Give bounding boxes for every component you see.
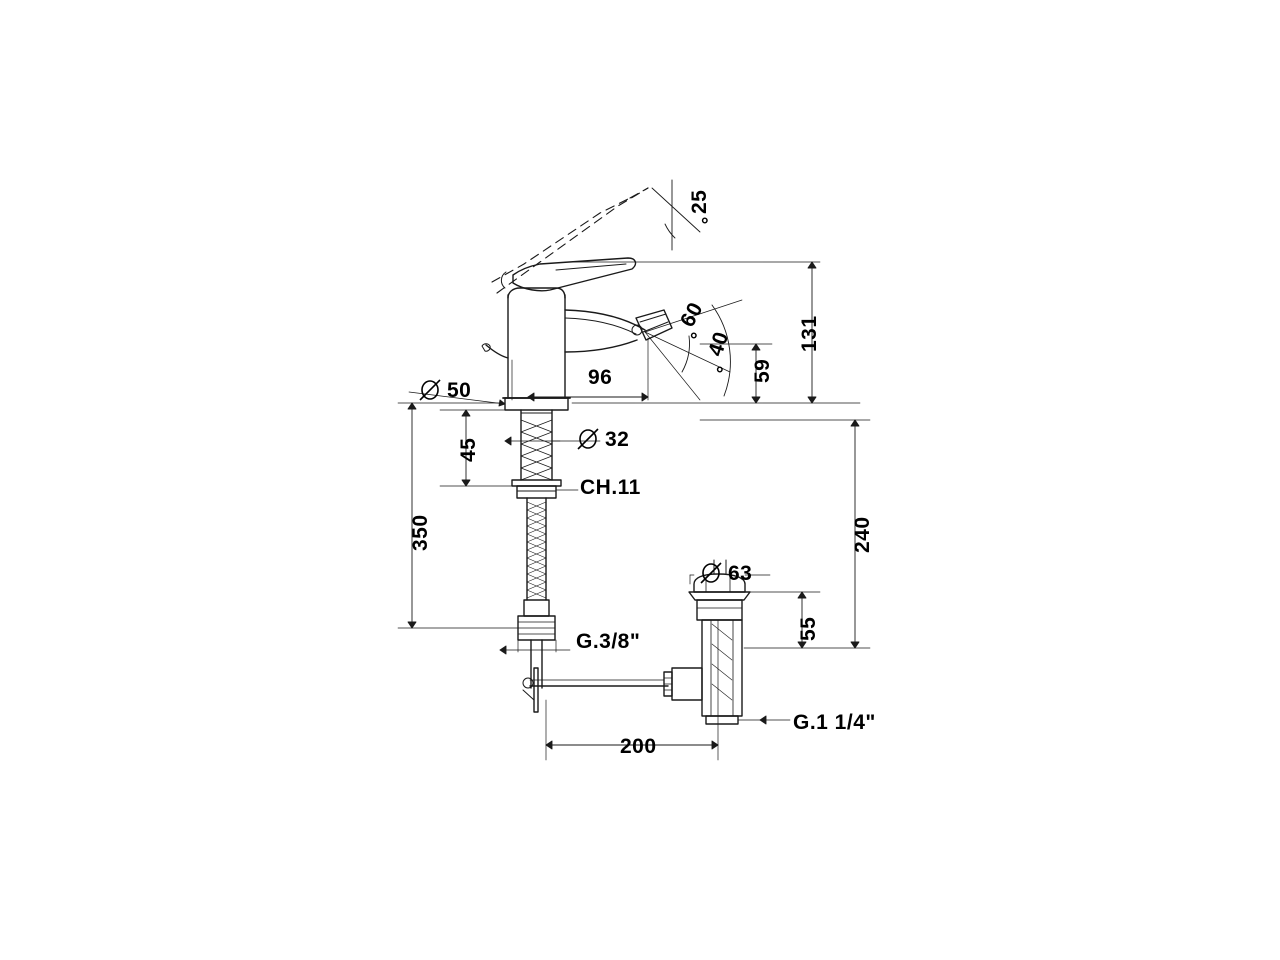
lock-nut (516, 485, 557, 499)
body-top-curve (507, 287, 566, 299)
body-sides (507, 294, 566, 399)
dim-label-diam-50: 50 (447, 379, 472, 402)
waste-dome (693, 573, 746, 593)
hose-nut (517, 615, 556, 641)
dim-label-length-350: 350 (409, 514, 432, 551)
diam-symbol-50 (419, 379, 441, 401)
dim-label-height-55: 55 (797, 616, 820, 641)
dim-label-angle-25: 25 (688, 189, 711, 214)
dim-label-thread-g114: G.1 1/4" (793, 711, 876, 734)
spout-nozzle (635, 309, 673, 341)
dim-label-degree-25: ° (701, 215, 710, 236)
lever-handle (512, 257, 637, 292)
hose-fitting (523, 599, 550, 617)
dim-label-reach-96: 96 (588, 366, 613, 389)
dim-label-diam-63: 63 (728, 562, 753, 585)
dim-label-height-45: 45 (457, 437, 480, 462)
dim-label-degree-40: ° (716, 364, 725, 385)
diameter-symbols (419, 379, 722, 584)
ballrod-nut (663, 671, 673, 697)
dim-label-diam-32: 32 (605, 428, 630, 451)
dimension-lines (397, 179, 871, 761)
washer (511, 479, 562, 487)
dim-label-height-131: 131 (798, 315, 821, 352)
dim-label-thread-g38: G.3/8" (576, 630, 641, 653)
dim-label-wrench-ch11: CH.11 (580, 476, 641, 499)
escutcheon-base (504, 397, 569, 411)
waste-body-upper (696, 599, 743, 621)
handle-open-ghost (491, 197, 631, 283)
spout-bottom (564, 339, 638, 353)
dim-label-height-59: 59 (751, 358, 774, 383)
clevis-strap (533, 667, 539, 713)
waste-body-lower (701, 619, 743, 717)
dim-label-degree-60: ° (690, 330, 699, 351)
dim-label-length-200: 200 (620, 735, 657, 758)
shank-group (511, 409, 562, 689)
spout-top (564, 309, 646, 331)
mixer-body-group (481, 187, 673, 411)
waste-outlet (705, 715, 739, 725)
flex-hose (526, 497, 547, 601)
diam-symbol-63 (700, 562, 722, 584)
diam-symbol-32 (577, 428, 599, 450)
lift-rod (485, 344, 509, 359)
popup-waste-group (522, 559, 751, 725)
dim-label-height-240: 240 (851, 516, 874, 553)
ballrod-housing (671, 667, 703, 701)
waste-flange (688, 591, 751, 601)
